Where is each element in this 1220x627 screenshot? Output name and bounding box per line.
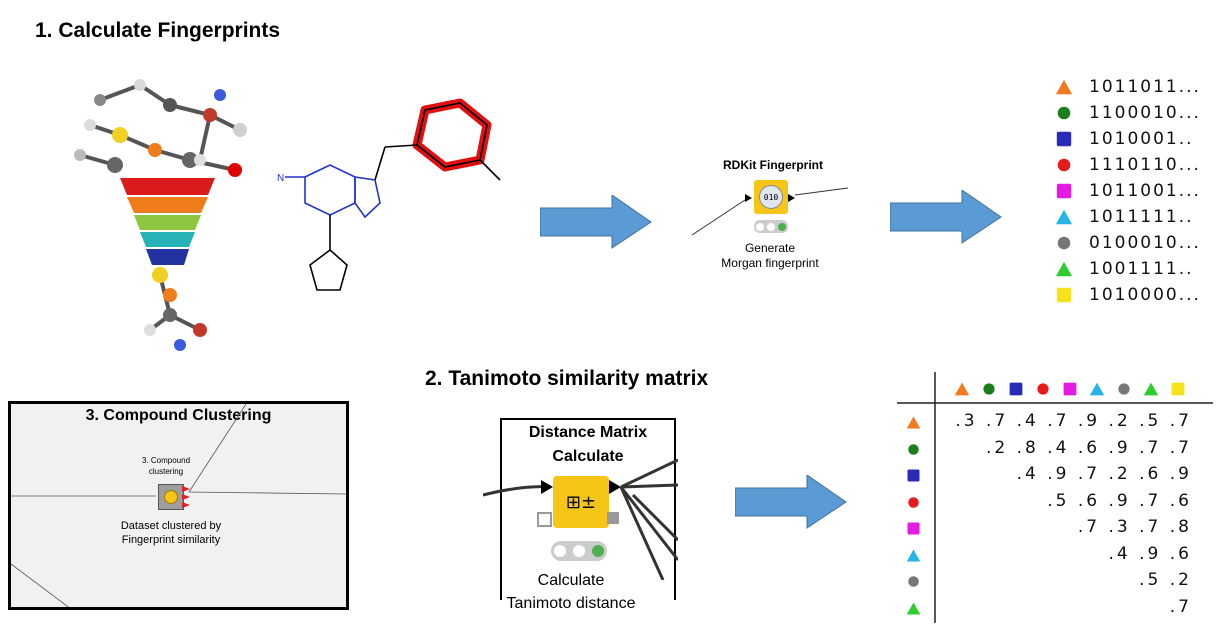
- rdkit-node-title: RDKit Fingerprint: [723, 158, 823, 172]
- fingerprint-bits: 1010001..: [1089, 129, 1194, 149]
- square-icon: [1056, 287, 1072, 303]
- clustering-node[interactable]: [158, 484, 184, 510]
- fingerprint-row: 1010000...: [1055, 283, 1201, 307]
- distance-node-port-right: [607, 512, 619, 524]
- matrix-row: .2 .8 .4 .6 .9 .7 .7: [986, 437, 1192, 458]
- matrix-column-header-square-icon: [1063, 382, 1077, 396]
- rdkit-node-connections: [691, 187, 849, 236]
- fingerprint-row: 1001111..: [1055, 257, 1194, 281]
- fingerprint-bits: 1011001...: [1089, 181, 1201, 201]
- matrix-column-header-triangle-icon: [954, 382, 970, 396]
- fingerprint-row: 1010001..: [1055, 127, 1194, 151]
- clustering-node-name-line1: 3. Compound: [141, 456, 191, 465]
- matrix-column-header-circle-icon: [1037, 383, 1049, 395]
- triangle-icon: [1055, 209, 1073, 225]
- status-light-icon: [755, 222, 764, 231]
- matrix-calculate-icon: ⊞±: [565, 491, 597, 513]
- matrix-row: .4 .9 .7 .2 .6 .9: [1016, 464, 1192, 484]
- fingerprint-bits: 1100010...: [1089, 103, 1201, 123]
- distance-node-port-left: [537, 512, 552, 527]
- distance-node-caption-line2: Tanimoto distance: [506, 595, 636, 612]
- compound-clustering-box: 3. Compound Clustering 3. Compound clust…: [8, 401, 349, 610]
- matrix-grid-lines: [897, 372, 1213, 623]
- matrix-row-header-circle-icon: [908, 443, 919, 455]
- rdkit-node-caption-line2: Morgan fingerprint: [721, 256, 819, 270]
- fingerprint-bits: 0100010...: [1089, 233, 1201, 253]
- fingerprint-row: 1110110...: [1055, 153, 1201, 177]
- fingerprint-bits: 1010000...: [1089, 285, 1201, 305]
- matrix-row: .5 .2: [1139, 570, 1192, 590]
- arrow-right-icon: [890, 190, 1002, 244]
- clustering-caption-line1: Dataset clustered by: [120, 520, 222, 532]
- status-light-icon: [778, 222, 787, 231]
- rdkit-node[interactable]: 010: [754, 180, 788, 214]
- clustering-box-title: 3. Compound Clustering: [85, 407, 272, 424]
- clock-icon: [164, 490, 178, 504]
- triangle-icon: [1055, 79, 1073, 95]
- distance-matrix-node[interactable]: ⊞±: [553, 476, 609, 528]
- arrow-right-icon: [735, 475, 847, 529]
- matrix-column-header-circle-icon: [1118, 383, 1130, 395]
- fingerprint-row: 1011111..: [1055, 205, 1194, 229]
- status-light-icon: [572, 545, 585, 557]
- triangle-icon: [1055, 261, 1073, 277]
- matrix-row: .3 .7 .4 .7 .9 .2 .5 .7: [955, 411, 1192, 431]
- clustering-caption-line2: Fingerprint similarity: [121, 534, 221, 546]
- square-icon: [1056, 183, 1072, 199]
- square-icon: [1056, 131, 1072, 147]
- fingerprint-row: 1100010...: [1055, 101, 1201, 125]
- distance-node-status: [551, 541, 607, 561]
- distance-node-title-line2: Calculate: [552, 448, 624, 465]
- matrix-column-header-triangle-icon: [1143, 382, 1159, 396]
- clustering-node-name-line2: clustering: [148, 467, 184, 476]
- status-light-icon: [591, 545, 604, 557]
- matrix-column-header-circle-icon: [983, 383, 995, 395]
- matrix-row: .5 .6 .9 .7 .6: [1047, 490, 1192, 511]
- fingerprint-bits: 1001111..: [1089, 259, 1194, 279]
- molecule-funnel-illustration: [74, 79, 247, 351]
- matrix-column-header-triangle-icon: [1089, 382, 1105, 396]
- distance-node-caption-line1: Calculate: [537, 572, 605, 589]
- distance-node-connections: [483, 458, 678, 580]
- fingerprint-icon: 010: [759, 185, 783, 209]
- status-light-icon: [766, 222, 775, 231]
- step2-title: 2. Tanimoto similarity matrix: [425, 367, 709, 390]
- matrix-row-header-square-icon: [907, 469, 920, 482]
- matrix-row-header-triangle-icon: [906, 549, 921, 561]
- matrix-column-header-square-icon: [1171, 382, 1185, 396]
- arrow-right-icon: [540, 195, 652, 249]
- matrix-column-header-square-icon: [1009, 382, 1023, 396]
- fingerprint-bits: 1011011...: [1089, 77, 1201, 97]
- matrix-row: .7: [1169, 596, 1192, 617]
- rdkit-node-status: [754, 220, 788, 233]
- matrix-row-header-circle-icon: [908, 496, 919, 508]
- matrix-row-header-square-icon: [907, 522, 920, 535]
- status-light-icon: [554, 545, 567, 557]
- fingerprint-bits: 1011111..: [1089, 207, 1194, 227]
- fingerprint-row: 0100010...: [1055, 231, 1201, 255]
- matrix-row-header-circle-icon: [908, 576, 919, 587]
- matrix-row: .7 .3 .7 .8: [1077, 517, 1192, 537]
- rdkit-node-caption-line1: Generate: [744, 241, 796, 255]
- matrix-row: .4 .9 .6: [1108, 543, 1192, 564]
- matrix-row-header-triangle-icon: [906, 416, 921, 429]
- step1-title: 1. Calculate Fingerprints: [35, 19, 281, 42]
- circle-icon: [1057, 236, 1071, 250]
- distance-node-title-line1: Distance Matrix: [528, 424, 648, 441]
- fingerprint-row: 1011001...: [1055, 179, 1201, 203]
- circle-icon: [1057, 158, 1071, 172]
- clustering-node-ports: [182, 486, 190, 508]
- clustering-connections: [11, 404, 346, 607]
- circle-icon: [1057, 106, 1071, 120]
- molecule-structure-drawing: N: [277, 98, 501, 291]
- fingerprint-bits: 1110110...: [1089, 155, 1201, 175]
- fingerprint-row: 1011011...: [1055, 75, 1201, 99]
- matrix-row-header-triangle-icon: [906, 602, 921, 614]
- svg-text:N: N: [277, 173, 284, 184]
